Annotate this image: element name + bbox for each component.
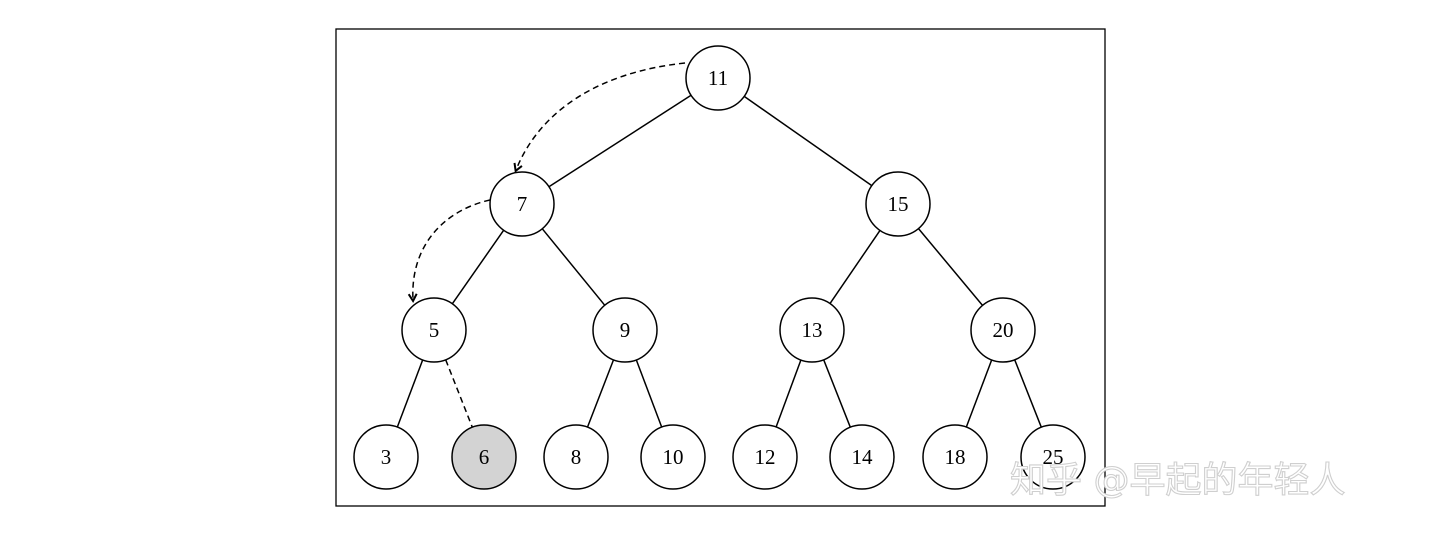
node-label: 8 (571, 445, 582, 469)
node-label: 14 (852, 445, 874, 469)
watermark-text: 知乎 @早起的年轻人 (1010, 460, 1345, 501)
search-path-arrows (413, 62, 686, 300)
node-label: 15 (888, 192, 909, 216)
tree-node-25: 25 (1020, 424, 1086, 490)
search-arrow-n7-n5 (413, 199, 491, 300)
edge-n20-n18 (965, 359, 993, 428)
tree-node-12: 12 (732, 424, 798, 490)
node-circle (640, 424, 706, 490)
edge-n11-n15 (743, 95, 873, 187)
edge-n5-n3 (396, 359, 424, 428)
tree-node-6: 6 (451, 424, 517, 490)
node-label: 6 (479, 445, 490, 469)
search-arrow-n11-n7 (516, 62, 686, 170)
node-circle (1020, 424, 1086, 490)
node-label: 12 (755, 445, 776, 469)
edge-n15-n20 (917, 228, 984, 306)
node-circle (922, 424, 988, 490)
tree-node-14: 14 (829, 424, 895, 490)
node-circle (732, 424, 798, 490)
tree-node-7: 7 (489, 171, 555, 237)
node-label: 10 (663, 445, 684, 469)
node-label: 3 (381, 445, 392, 469)
nodes-layer: 11 7 15 5 9 13 20 3 6 8 10 12 14 18 25 (353, 45, 1086, 490)
node-label: 20 (993, 318, 1014, 342)
tree-node-15: 15 (865, 171, 931, 237)
tree-node-5: 5 (401, 297, 467, 363)
node-circle (451, 424, 517, 490)
edge-n9-n10 (635, 359, 663, 428)
tree-node-3: 3 (353, 424, 419, 490)
edge-n7-n5 (451, 229, 505, 305)
node-circle (543, 424, 609, 490)
node-label: 5 (429, 318, 440, 342)
node-label: 13 (802, 318, 823, 342)
edge-n13-n14 (823, 359, 851, 428)
tree-node-10: 10 (640, 424, 706, 490)
node-circle (353, 424, 419, 490)
edge-n9-n8 (586, 359, 615, 428)
tree-node-18: 18 (922, 424, 988, 490)
edge-n13-n12 (775, 359, 802, 428)
edge-n15-n13 (829, 229, 881, 305)
edge-n11-n7 (548, 94, 692, 188)
node-circle (489, 171, 555, 237)
tree-node-11: 11 (685, 45, 751, 111)
edge-n20-n25 (1014, 359, 1042, 428)
tree-node-13: 13 (779, 297, 845, 363)
tree-node-20: 20 (970, 297, 1036, 363)
node-circle (685, 45, 751, 111)
tree-node-8: 8 (543, 424, 609, 490)
node-circle (592, 297, 658, 363)
node-circle (970, 297, 1036, 363)
node-circle (829, 424, 895, 490)
tree-node-9: 9 (592, 297, 658, 363)
node-label: 25 (1043, 445, 1064, 469)
node-label: 18 (945, 445, 966, 469)
node-label: 11 (708, 66, 728, 90)
edge-n5-n6 (445, 359, 473, 428)
node-label: 7 (517, 192, 528, 216)
node-circle (865, 171, 931, 237)
node-circle (401, 297, 467, 363)
edges-layer (396, 94, 1042, 428)
node-circle (779, 297, 845, 363)
node-label: 9 (620, 318, 631, 342)
edge-n7-n9 (541, 228, 606, 306)
